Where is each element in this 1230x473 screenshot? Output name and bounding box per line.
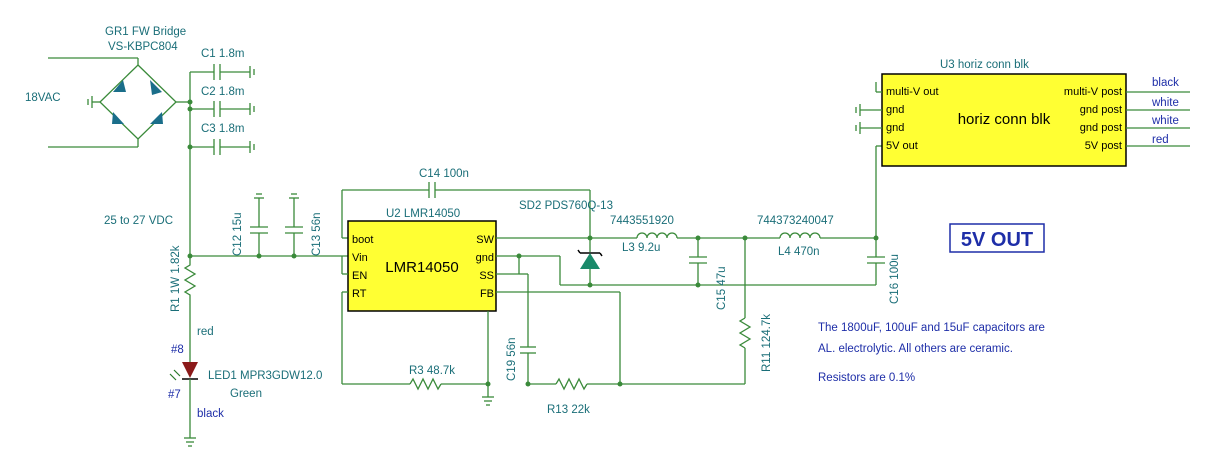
u3-pin-5v-post: 5V post [1085,140,1122,152]
u2-pin-sw: SW [476,234,494,246]
u2-pin-vin: Vin [352,252,368,264]
u2-pin-gnd: gnd [476,252,494,264]
led-color: Green [230,388,262,400]
c14-label: C14 100n [419,168,469,180]
c13-label: C13 56n [311,213,323,257]
u2-name: LMR14050 [385,259,458,276]
c2-label: C2 1.8m [201,86,244,98]
u3-wire-2: white [1151,97,1179,109]
u2-left-wiring [341,256,488,391]
led-pin-bot: #7 [168,389,181,401]
sw-node [496,235,637,288]
u3-name: horiz conn blk [958,111,1051,128]
note-line-2: AL. electrolytic. All others are ceramic… [818,343,1013,355]
vin-rail [190,193,348,259]
u2-pin-rt: RT [352,288,367,300]
led-wire-bot: black [197,408,224,420]
output-badge: 5V OUT [949,223,1045,253]
u3-wire-1: black [1152,77,1179,89]
u2-chip: boot Vin EN RT SW gnd SS FB LMR14050 [347,220,497,312]
u3-pin-gnd-post-2: gnd post [1080,122,1122,134]
u3-pin-multiv-post: multi-V post [1064,86,1122,98]
u3-ref: U3 horiz conn blk [940,59,1029,71]
led-pin-top: #8 [171,344,184,356]
dc-label: 25 to 27 VDC [104,215,173,227]
c1-label: C1 1.8m [201,48,244,60]
input-caps [187,64,255,256]
c14-boot-cap [341,182,591,239]
c12-label: C12 15u [232,213,244,257]
output-badge-text: 5V OUT [961,229,1033,251]
bridge-rectifier: GR1 FW Bridge VS-KBPC804 [48,26,190,148]
u3-wire-4: red [1152,134,1169,146]
u2-pin-en: EN [352,270,367,282]
sd2-label: SD2 PDS760Q-13 [519,200,613,212]
u3-pin-gnd-1: gnd [886,104,904,116]
u3-pin-gnd-2: gnd [886,122,904,134]
u3-wire-3: white [1151,115,1179,127]
led-ref: LED1 MPR3GDW12.0 [208,370,322,382]
c15-label: C15 47u [716,267,728,311]
r1-label: R1 1W 1.82k [170,245,182,312]
u3-pin-5v-out: 5V out [886,140,918,152]
u3-pin-gnd-post-1: gnd post [1080,104,1122,116]
c19-label: C19 56n [506,338,518,382]
l3-label: L3 9.2u [622,242,660,254]
u2-pin-ss: SS [479,270,494,282]
led-symbol [169,362,198,447]
u2-ref: U2 LMR14050 [386,208,460,220]
r3-label: R3 48.7k [409,365,455,377]
note-line-1: The 1800uF, 100uF and 15uF capacitors ar… [818,322,1045,334]
u3-pin-multiv-out: multi-V out [886,86,939,98]
bridge-part: VS-KBPC804 [108,41,178,53]
bridge-ref: GR1 FW Bridge [105,26,186,38]
r11-label: R11 124.7k [761,314,773,372]
c3-label: C3 1.8m [201,123,244,135]
source-label: 18VAC [25,92,61,104]
output-filter [636,145,885,384]
l3-part: 7443551920 [610,215,674,227]
l4-label: L4 470n [778,246,820,258]
l4-part: 744373240047 [757,215,834,227]
c16-label: C16 100u [889,254,901,304]
u2-pin-boot: boot [352,234,373,246]
gnd-ss-fb-wiring [482,253,876,406]
u3-connector: multi-V out gnd gnd 5V out multi-V post … [855,73,1190,167]
note-line-3: Resistors are 0.1% [818,372,915,384]
r13-label: R13 22k [547,404,590,416]
led-wire-top: red [197,326,214,338]
r1-resistor [183,253,197,362]
u2-pin-fb: FB [480,288,494,300]
